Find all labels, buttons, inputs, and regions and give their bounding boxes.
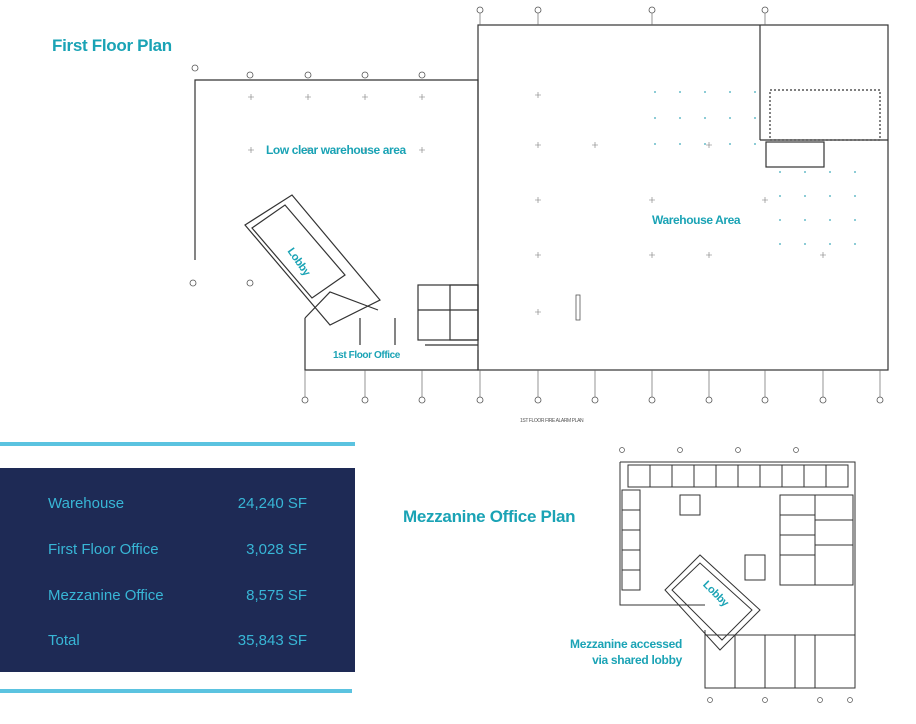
top-divider-rule [0, 442, 355, 446]
first-floor-office-label: 1st Floor Office [333, 350, 400, 361]
mezzanine-caption: Mezzanine accessed via shared lobby [566, 636, 682, 668]
stat-label: Mezzanine Office [48, 587, 164, 604]
stat-label: Total [48, 632, 80, 649]
drawing-caption: 1ST FLOOR FIRE ALARM PLAN [520, 418, 584, 424]
caption-line-2: via shared lobby [592, 653, 682, 667]
stat-value: 3,028 SF [246, 541, 307, 558]
caption-line-1: Mezzanine accessed [570, 637, 682, 651]
first-floor-plan-drawing [189, 6, 889, 404]
first-floor-plan-title: First Floor Plan [52, 36, 172, 55]
stat-label: Warehouse [48, 495, 125, 512]
stat-row-warehouse: Warehouse 24,240 SF [0, 495, 355, 519]
low-clear-warehouse-label: Low clear warehouse area [266, 143, 406, 157]
stat-value: 8,575 SF [246, 587, 307, 604]
stat-row-mezzanine-office: Mezzanine Office 8,575 SF [0, 587, 355, 611]
stat-value: 35,843 SF [237, 632, 307, 649]
warehouse-area-label: Warehouse Area [652, 213, 741, 227]
stat-value: 24,240 SF [237, 495, 307, 512]
bottom-divider-rule [0, 689, 352, 693]
area-summary-panel: Warehouse 24,240 SF First Floor Office 3… [0, 468, 355, 672]
stat-label: First Floor Office [48, 541, 159, 558]
mezzanine-plan-title: Mezzanine Office Plan [403, 507, 576, 526]
stat-row-total: Total 35,843 SF [0, 632, 355, 656]
stat-row-first-floor-office: First Floor Office 3,028 SF [0, 541, 355, 565]
